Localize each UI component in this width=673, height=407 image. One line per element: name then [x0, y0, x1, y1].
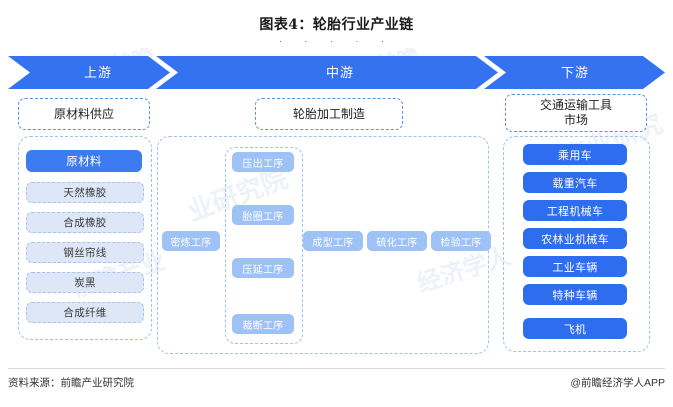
downstream-node-6[interactable]: 飞机: [523, 318, 627, 339]
upstream-node-0[interactable]: 天然橡胶: [26, 182, 144, 203]
midstream-inner-node-1[interactable]: 胎圈工序: [232, 205, 294, 225]
app-watermark-label: @前瞻经济学人APP: [570, 377, 665, 389]
upstream-node-3[interactable]: 炭黑: [26, 272, 144, 293]
downstream-node-4[interactable]: 工业车辆: [523, 256, 627, 277]
banner-label-upstream: 上游: [83, 65, 112, 80]
downstream-node-0[interactable]: 乘用车: [523, 144, 627, 165]
upstream-group: [18, 136, 152, 340]
downstream-node-3[interactable]: 农林业机械车: [523, 228, 627, 249]
midstream-inner-node-3[interactable]: 裁断工序: [232, 314, 294, 334]
midstream-inner-node-2[interactable]: 压延工序: [232, 258, 294, 278]
upstream-node-4[interactable]: 合成纤维: [26, 302, 144, 323]
midstream-final-node-0[interactable]: 成型工序: [303, 231, 363, 251]
footer-divider: [8, 368, 665, 369]
downstream-group: [503, 136, 650, 352]
value-chain-banner: [8, 56, 665, 89]
midstream-final-node-1[interactable]: 硫化工序: [367, 231, 427, 251]
midstream-final-node-2[interactable]: 检验工序: [431, 231, 491, 251]
downstream-node-5[interactable]: 特种车辆: [523, 284, 627, 305]
midstream-node-first[interactable]: 密炼工序: [162, 231, 220, 251]
midstream-inner-node-0[interactable]: 压出工序: [232, 152, 294, 172]
upstream-node-2[interactable]: 钢丝帘线: [26, 242, 144, 263]
upstream-node-1[interactable]: 合成橡胶: [26, 212, 144, 233]
downstream-node-2[interactable]: 工程机械车: [523, 200, 627, 221]
downstream-header-line1: 交通运输工具: [539, 98, 612, 112]
midstream-inner-group: [225, 147, 303, 344]
downstream-header: 交通运输工具 市场: [505, 94, 647, 132]
midstream-header: 轮胎加工制造: [255, 98, 403, 130]
upstream-header: 原材料供应: [18, 98, 150, 130]
source-label: 资料来源：前瞻产业研究院: [8, 377, 134, 389]
banner-label-downstream: 下游: [560, 65, 589, 80]
banner-label-midstream: 中游: [325, 65, 354, 80]
page-title: 图表4：轮胎行业产业链: [259, 17, 414, 33]
downstream-node-1[interactable]: 载重汽车: [523, 172, 627, 193]
upstream-node-primary[interactable]: 原材料: [26, 150, 142, 172]
downstream-header-line2: 市场: [563, 113, 588, 127]
title-dot-decoration: · · · · ·: [279, 36, 394, 46]
